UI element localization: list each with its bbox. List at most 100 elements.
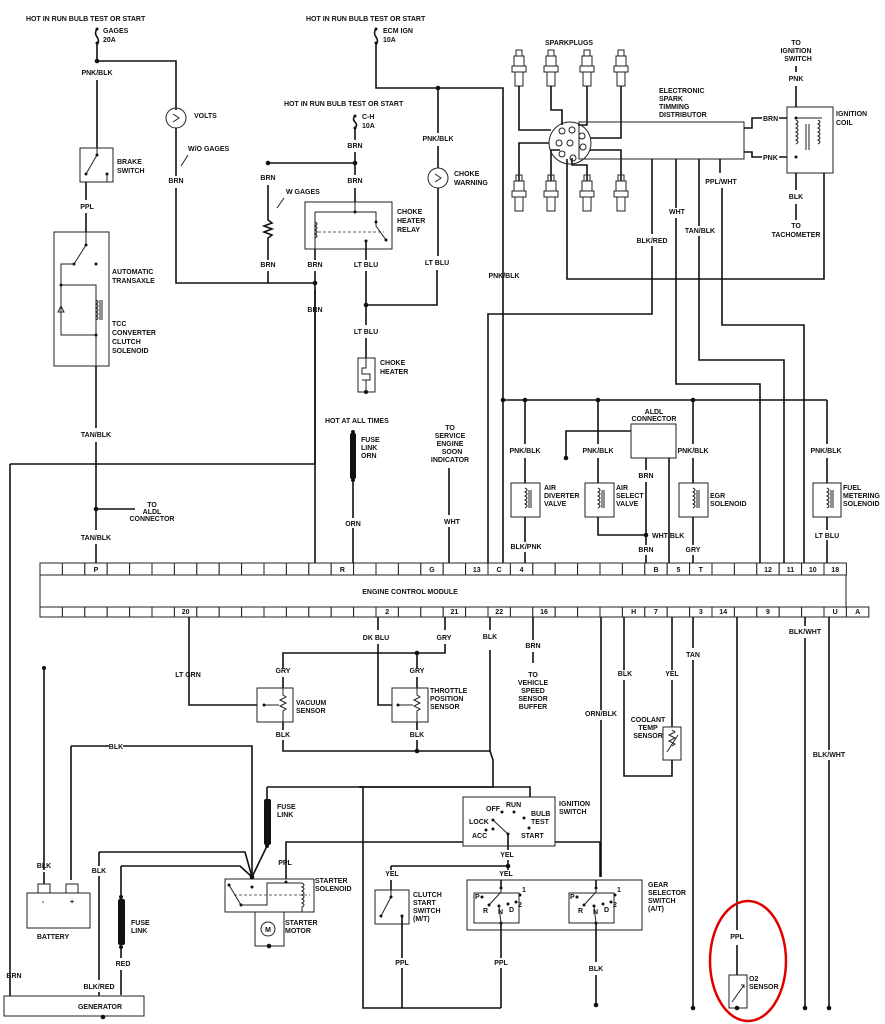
- ecm-pin: [599, 562, 623, 576]
- ecm-pin: [308, 562, 332, 576]
- ign-switch-label: IGNITION: [559, 801, 590, 808]
- starter-motor: [254, 911, 285, 947]
- coil-label: COIL: [836, 120, 853, 127]
- ecm-pin: [375, 562, 399, 576]
- wo-gages-label: W/O GAGES: [188, 146, 230, 153]
- wire-label: BRN: [260, 262, 275, 269]
- resistor-icon: [261, 185, 275, 260]
- ign-start: START: [521, 833, 545, 840]
- gages-fuse-amp: 20A: [103, 37, 116, 44]
- fuse-link-label: FUSE: [361, 437, 380, 444]
- fuse-link-label: LINK: [277, 812, 293, 819]
- ecm-label: ENGINE CONTROL MODULE: [362, 589, 458, 596]
- ecm-pin: [129, 562, 153, 576]
- egr-label: EGR: [710, 493, 725, 500]
- wire-label: YEL: [385, 871, 399, 878]
- ecm-pin: [577, 606, 601, 618]
- ecm-pin: [509, 606, 534, 618]
- gages-feed-wire: [94, 28, 177, 110]
- ecm-pin-label: R: [340, 567, 345, 574]
- to-tach-label: TO: [791, 223, 801, 230]
- clutch-switch-label: (M/T): [413, 916, 430, 923]
- gear-position-label: D: [509, 907, 514, 914]
- ecm-pin: [196, 606, 220, 618]
- transaxle-label: AUTOMATIC: [112, 269, 153, 276]
- tcc-label: CLUTCH: [112, 339, 141, 346]
- air-select-valve: [584, 482, 615, 518]
- ecm-pin-label: 10: [809, 567, 817, 574]
- wire-label: YEL: [500, 852, 514, 859]
- sparkplugs-label: SPARKPLUGS: [545, 40, 593, 47]
- ecm-pin: [823, 562, 847, 576]
- ign-off: OFF: [486, 806, 501, 813]
- wire-label: WHT: [669, 209, 686, 216]
- wire-label: LT BLU: [354, 329, 378, 336]
- wire-label: GRY: [276, 668, 291, 675]
- fuse-link-icon: [118, 899, 125, 945]
- wire-label: BLK: [410, 732, 424, 739]
- ecm-pin: [61, 562, 86, 576]
- wire-label: YEL: [665, 671, 679, 678]
- cap-terminal: [566, 139, 574, 147]
- distributor-body: [578, 121, 745, 160]
- wire-label: BRN: [347, 143, 362, 150]
- sparkplug-icon: [617, 174, 625, 181]
- ecm-pin-label: 16: [540, 609, 548, 616]
- air-select-label: AIR: [616, 485, 628, 492]
- generator-label: GENERATOR: [78, 1004, 122, 1011]
- brake-switch-label: BRAKE: [117, 159, 142, 166]
- ecm-pin: [241, 606, 265, 618]
- service-engine-label: SOON: [442, 449, 463, 456]
- ecm-pin: [621, 562, 646, 576]
- choke-warning-label: CHOKE: [454, 171, 480, 178]
- tcc-label: CONVERTER: [112, 330, 156, 337]
- gear-position-label: N: [593, 909, 598, 916]
- wire-label: PNK: [789, 76, 804, 83]
- service-engine-label: SERVICE: [435, 433, 466, 440]
- wire-label: BRN: [307, 307, 322, 314]
- o2-sensor: [728, 974, 748, 1009]
- sparkplug-icon: [547, 49, 555, 56]
- ignition-coil: [786, 106, 834, 174]
- clutch-start-switch: [374, 889, 410, 925]
- wire-label: BLK: [483, 634, 497, 641]
- motor-symbol: M: [265, 927, 271, 934]
- ecm-pin: [733, 606, 758, 618]
- wire-label: PPL: [395, 960, 409, 967]
- ign-switch-label: SWITCH: [559, 809, 587, 816]
- distributor-cap: [548, 121, 592, 165]
- sparkplug-icon: [515, 49, 523, 56]
- fuse-link-label: FUSE: [277, 804, 296, 811]
- gear-position-label: 2: [613, 902, 617, 909]
- to-ign-label: TO: [791, 40, 801, 47]
- wire-label: BLK: [276, 732, 290, 739]
- ecm-pin: [308, 606, 332, 618]
- ecm-pin: [151, 606, 175, 618]
- coolant-label: COOLANT: [631, 717, 666, 724]
- ecm-pin: [241, 562, 265, 576]
- ecm-pin: [196, 562, 220, 576]
- wire-label: WHT: [444, 519, 461, 526]
- ecm-fuse-label: ECM IGN: [383, 28, 413, 35]
- starter-solenoid-label: STARTER: [315, 878, 348, 885]
- ecm-pin-label: 4: [520, 567, 524, 574]
- ign-test: TEST: [531, 819, 550, 826]
- sparkplug-icon: [547, 174, 555, 181]
- air-diverter-label: AIR: [544, 485, 556, 492]
- wire-label: LT BLU: [425, 260, 449, 267]
- wire-label: BLK/PNK: [510, 544, 541, 551]
- wire-label: RED: [116, 961, 131, 968]
- ecm-pin: [263, 606, 287, 618]
- wire-label: PNK/BLK: [810, 448, 841, 455]
- aldl-label: CONNECTOR: [632, 416, 677, 423]
- ecm-pin: [84, 606, 108, 618]
- ecm-pin-label: A: [855, 609, 860, 616]
- ign-lock: LOCK: [469, 819, 489, 826]
- ecm-pin-label: 9: [766, 609, 770, 616]
- service-engine-label: INDICATOR: [431, 457, 469, 464]
- sparkplugs-top: [511, 49, 629, 181]
- charging-starting: BLK BLK - + BATTERY BLK FUSE LINK RED BL…: [3, 666, 601, 1020]
- gear-position-label: D: [604, 907, 609, 914]
